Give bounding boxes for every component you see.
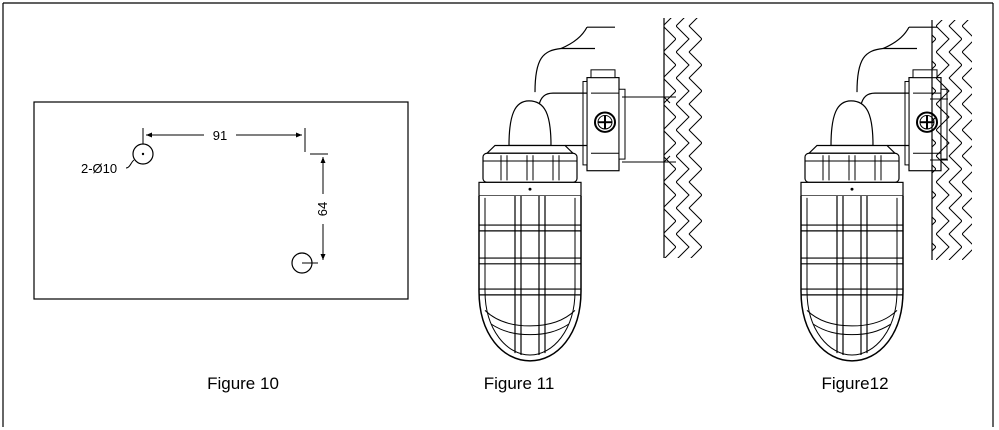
- figure-11-caption: Figure 11: [483, 374, 555, 393]
- figure-12-lamp: [786, 0, 948, 362]
- figure-12-caption: Figure12: [821, 374, 889, 393]
- figure-12-wall: [931, 20, 972, 260]
- dimension-91-label: 91: [213, 128, 227, 143]
- figure-11-lamp: [464, 0, 626, 362]
- figure-10-template: 91 64 2-Ø10: [33, 101, 409, 300]
- figure-11-wall: [663, 18, 702, 258]
- figure-10-caption: Figure 10: [207, 374, 279, 393]
- hole-size-label: 2-Ø10: [81, 161, 117, 176]
- dimension-64-label: 64: [315, 202, 330, 216]
